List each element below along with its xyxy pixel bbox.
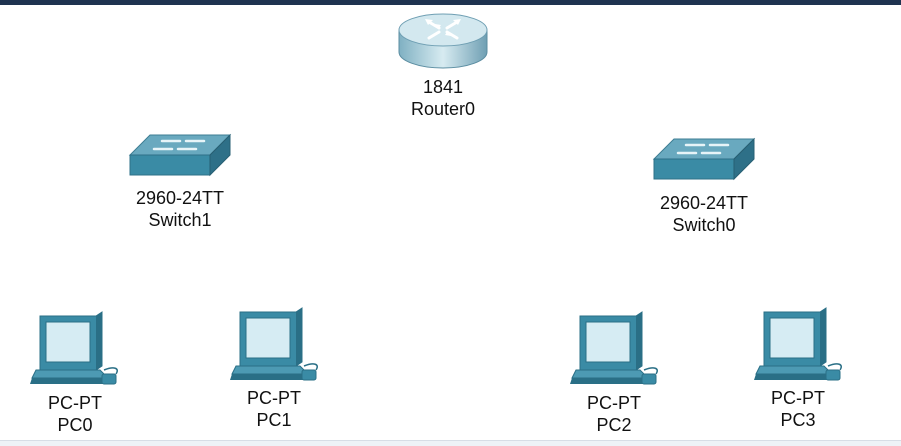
switch-label: 2960-24TT Switch1 [117, 187, 243, 231]
switch-label: 2960-24TT Switch0 [641, 192, 767, 236]
workspace-top-bar [0, 0, 901, 5]
pc-device[interactable] [752, 306, 848, 386]
switch-device[interactable] [652, 137, 756, 187]
pc-label: PC-PT PC3 [735, 387, 861, 431]
switch-icon [128, 133, 232, 183]
pc-icon [28, 310, 124, 390]
pc-icon [752, 306, 848, 386]
router-label: 1841 Router0 [380, 76, 506, 120]
pc-icon [568, 310, 664, 390]
device-name: Router0 [410, 99, 476, 119]
pc-label: PC-PT PC0 [12, 392, 138, 436]
device-model: 2960-24TT [659, 193, 749, 213]
device-name: PC0 [57, 415, 93, 435]
device-name: PC2 [596, 415, 632, 435]
pc-device[interactable] [568, 310, 664, 390]
device-name: PC3 [780, 410, 816, 430]
device-model: PC-PT [247, 388, 301, 408]
switch-device[interactable] [128, 133, 232, 183]
switch-icon [652, 137, 756, 187]
router-icon [395, 8, 491, 72]
device-name: Switch1 [148, 210, 212, 230]
pc-device[interactable] [228, 306, 324, 386]
device-model: PC-PT [587, 393, 641, 413]
device-model: 1841 [422, 77, 464, 97]
pc-label: PC-PT PC2 [551, 392, 677, 436]
device-model: PC-PT [48, 393, 102, 413]
device-name: Switch0 [672, 215, 736, 235]
device-model: PC-PT [771, 388, 825, 408]
pc-label: PC-PT PC1 [211, 387, 337, 431]
pc-icon [228, 306, 324, 386]
device-model: 2960-24TT [135, 188, 225, 208]
workspace-bottom-edge [0, 440, 901, 446]
router-device[interactable] [395, 8, 491, 72]
pc-device[interactable] [28, 310, 124, 390]
device-name: PC1 [256, 410, 292, 430]
